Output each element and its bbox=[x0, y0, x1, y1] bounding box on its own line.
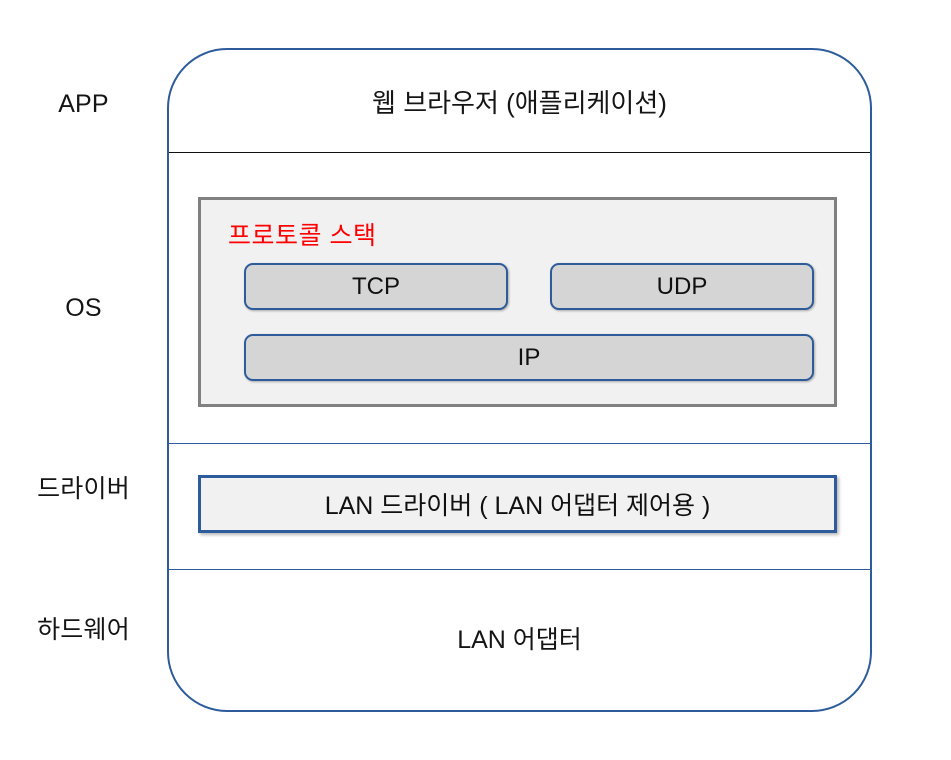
protocol-box-ip[interactable]: IP bbox=[244, 334, 814, 381]
protocol-stack-title: 프로토콜 스택 bbox=[228, 222, 377, 250]
hardware-layer-band: LAN 어댑터 bbox=[169, 569, 870, 712]
layer-label-hardware: 하드웨어 bbox=[37, 616, 130, 644]
layer-label-driver: 드라이버 bbox=[37, 475, 130, 503]
divider-os-driver bbox=[169, 443, 870, 444]
lan-driver-box[interactable]: LAN 드라이버 ( LAN 어댑터 제어용 ) bbox=[198, 475, 837, 533]
layer-label-app: APP bbox=[58, 90, 109, 118]
protocol-box-tcp[interactable]: TCP bbox=[244, 263, 508, 310]
divider-driver-hardware bbox=[169, 569, 870, 570]
protocol-box-udp[interactable]: UDP bbox=[550, 263, 814, 310]
protocol-stack-box: 프로토콜 스택 TCP UDP IP bbox=[198, 197, 837, 407]
computer-stack-container: 웹 브라우저 (애플리케이션) 프로토콜 스택 TCP UDP IP LAN 드… bbox=[167, 48, 872, 712]
layer-label-os: OS bbox=[65, 294, 102, 322]
app-layer-band: 웹 브라우저 (애플리케이션) bbox=[169, 50, 870, 152]
app-layer-title: 웹 브라우저 (애플리케이션) bbox=[372, 87, 667, 118]
hardware-layer-title: LAN 어댑터 bbox=[457, 626, 582, 654]
divider-app-os bbox=[169, 152, 870, 153]
